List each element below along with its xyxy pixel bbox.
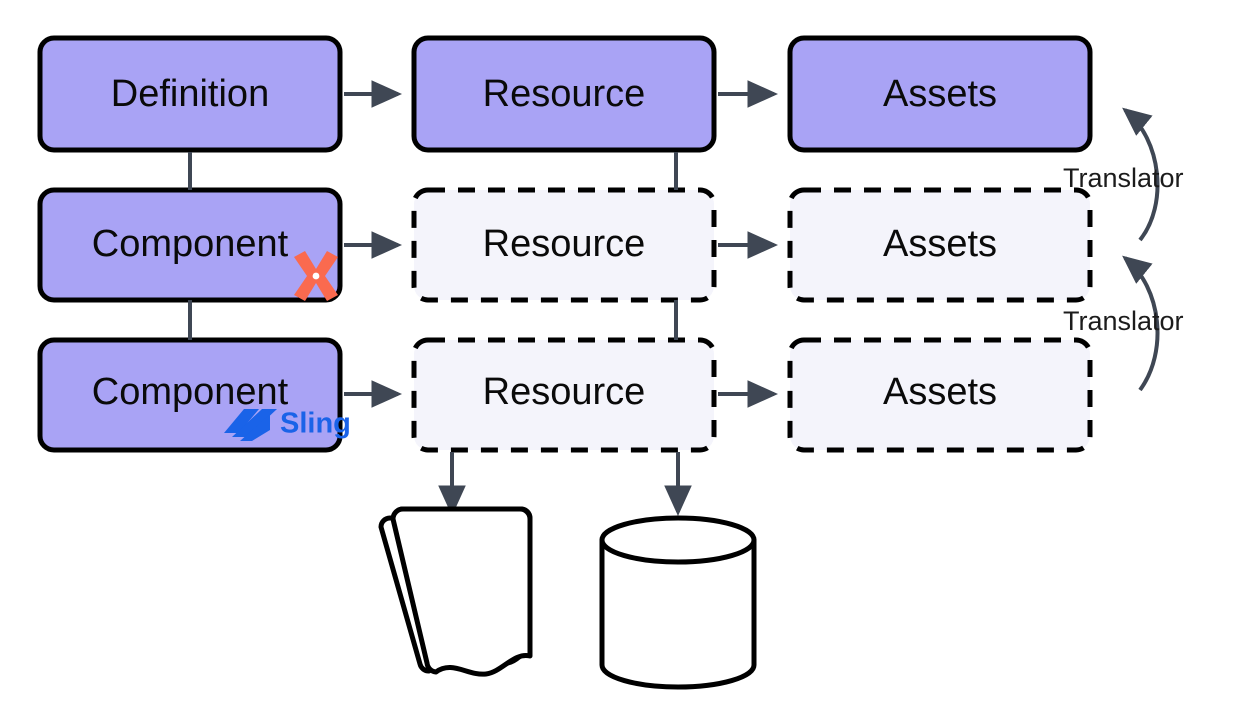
node-assets-row1[interactable]: Assets: [787, 35, 1093, 153]
node-assets-row2-label: Assets: [883, 223, 997, 265]
jackrabbit-x-icon: [294, 251, 338, 301]
edge-translator-bottom: [1122, 255, 1160, 392]
node-resource-row2[interactable]: Resource: [411, 187, 717, 303]
node-assets-row1-box[interactable]: [787, 35, 1093, 153]
node-resource-row3-box[interactable]: [411, 337, 717, 453]
edge-translator-top-label: Translator: [1063, 163, 1184, 193]
node-definition-box[interactable]: [37, 35, 343, 153]
edge-translator-top: [1122, 107, 1160, 242]
sling-logo-icon: Sling: [224, 408, 351, 441]
node-assets-row3-box[interactable]: [787, 337, 1093, 453]
node-resource-row1-label: Resource: [483, 73, 646, 115]
node-component-jackrabbit[interactable]: Component: [37, 187, 343, 303]
node-resource-row3[interactable]: Resource: [411, 337, 717, 453]
node-resource-row2-label: Resource: [483, 223, 646, 265]
node-component-jackrabbit-label: Component: [92, 223, 289, 265]
node-resource-row1[interactable]: Resource: [411, 35, 717, 153]
node-assets-row2-box[interactable]: [787, 187, 1093, 303]
node-component-sling-label: Component: [92, 371, 289, 413]
node-assets-row3-label: Assets: [883, 371, 997, 413]
multi-document-icon: [378, 506, 533, 677]
node-assets-row2[interactable]: Assets: [787, 187, 1093, 303]
database-cylinder-icon: [599, 515, 757, 690]
node-resource-row1-box[interactable]: [411, 35, 717, 153]
node-resource-row2-box[interactable]: [411, 187, 717, 303]
node-definition-label: Definition: [111, 73, 269, 115]
node-definition[interactable]: Definition: [37, 35, 343, 153]
edge-translator-bottom-label: Translator: [1063, 306, 1184, 336]
sling-wordmark: Sling: [280, 408, 351, 440]
node-component-sling[interactable]: Component Sling: [37, 337, 351, 453]
node-resource-row3-label: Resource: [483, 371, 646, 413]
node-assets-row3[interactable]: Assets: [787, 337, 1093, 453]
node-assets-row1-label: Assets: [883, 73, 997, 115]
